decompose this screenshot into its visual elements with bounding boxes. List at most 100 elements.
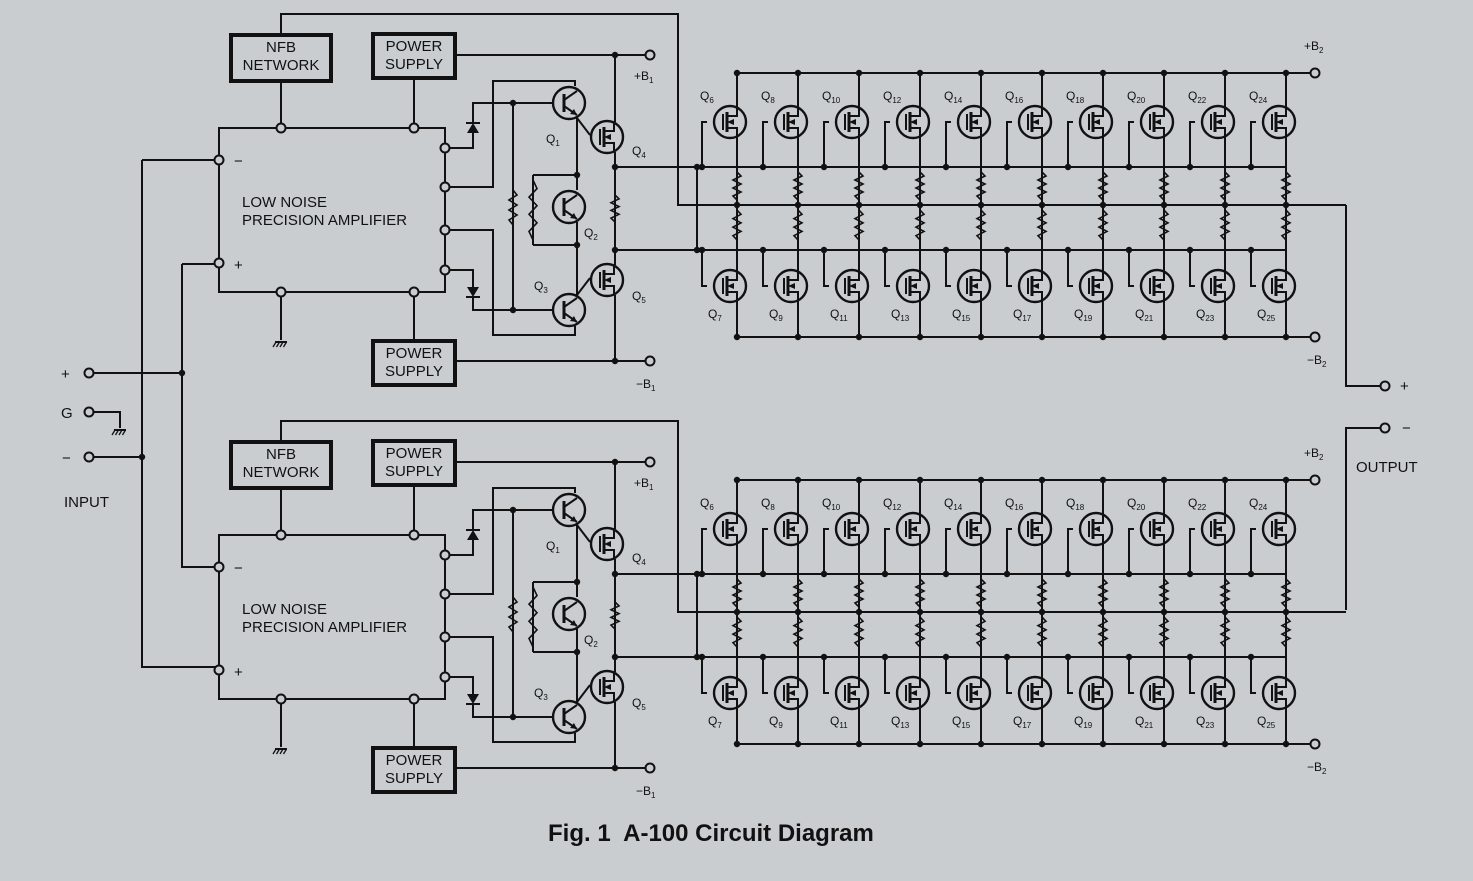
ch2-fet-top-4 bbox=[895, 511, 931, 547]
ch1-fet-bottom-2-source bbox=[788, 291, 799, 300]
ch1-ps-top-node bbox=[408, 122, 420, 134]
ch1-nfb-box-line-2: NETWORK bbox=[243, 57, 320, 74]
ch1-label-q19: Q19 bbox=[1074, 307, 1093, 323]
ch2-fet-top-9-drain bbox=[1215, 515, 1226, 524]
junction-dot bbox=[573, 578, 581, 586]
ch2-fet-top-gate bbox=[1189, 528, 1195, 574]
ch2-q4-arrow bbox=[604, 541, 611, 547]
junction-dot bbox=[881, 246, 889, 254]
ch2-b1-minus-terminal bbox=[644, 762, 656, 774]
ch1-q1-body bbox=[551, 85, 587, 121]
junction-dot bbox=[794, 69, 802, 77]
ch2-fet-top-6-arrow bbox=[1032, 526, 1039, 532]
junction-dot bbox=[1247, 653, 1255, 661]
ch1-fet-top-9-drain bbox=[1215, 108, 1226, 117]
ch2-fet-bottom-4 bbox=[895, 675, 931, 711]
ch1-q2-body bbox=[551, 189, 587, 225]
ch1-q5 bbox=[589, 262, 625, 298]
ch2-label-q7: Q7 bbox=[708, 714, 722, 730]
ch1-amp-out-node bbox=[439, 142, 451, 154]
junction-dot bbox=[977, 476, 985, 484]
ch2-nfb-feedback bbox=[280, 420, 1346, 613]
ch2-ps-top-node bbox=[408, 529, 420, 541]
ch1-b2-plus-terminal bbox=[1309, 67, 1321, 79]
ch2-nfb-box-line-2: NETWORK bbox=[243, 464, 320, 481]
ch2-label-q1: Q1 bbox=[546, 539, 560, 555]
ch1-fet-top-8-arrow bbox=[1154, 119, 1161, 125]
ch1-fet-bot-gate bbox=[1128, 250, 1134, 287]
junction-dot bbox=[1221, 608, 1229, 616]
ch2-q1 bbox=[551, 492, 587, 528]
ch2-q2-collector bbox=[563, 601, 578, 612]
ch1-fet-top-gate bbox=[701, 121, 707, 167]
resistor bbox=[792, 578, 804, 608]
junction-dot bbox=[733, 69, 741, 77]
ch2-fet-top-9-arrow bbox=[1215, 526, 1222, 532]
ch2-fet-bot-gate bbox=[1006, 657, 1012, 694]
junction-dot bbox=[1099, 201, 1107, 209]
output-minus-wire bbox=[1345, 427, 1380, 610]
ch1-label-q5: Q5 bbox=[632, 289, 646, 305]
output-minus-terminal bbox=[1379, 422, 1391, 434]
junction-dot bbox=[698, 246, 706, 254]
ch2-fet-bottom-5-source bbox=[971, 698, 982, 707]
figure-caption: Fig. 1 A-100 Circuit Diagram bbox=[548, 820, 874, 847]
resistor bbox=[731, 616, 743, 648]
ch1-nfb-box-frame bbox=[229, 33, 333, 83]
ch1-fet-top-8-drain bbox=[1154, 108, 1165, 117]
ch1-fet-bottom-3-arrow bbox=[849, 283, 856, 289]
junction-dot bbox=[1282, 476, 1290, 484]
ch2-fet-bot-gate bbox=[1189, 657, 1195, 694]
resistor bbox=[731, 171, 743, 201]
resistor bbox=[1280, 616, 1292, 648]
ch1-fet-bottom-2-drain bbox=[788, 272, 799, 281]
junction-dot bbox=[693, 653, 701, 661]
ch2-fet-top-gate bbox=[945, 528, 951, 574]
ch1-fet-top-1-arrow bbox=[727, 119, 734, 125]
ch1-fet-top-2-source bbox=[788, 127, 799, 136]
ch1-fet-bottom-1 bbox=[712, 268, 748, 304]
junction-dot bbox=[916, 69, 924, 77]
ch2-d1-wire bbox=[449, 535, 474, 556]
ch1-q5-source bbox=[604, 285, 615, 294]
resistor bbox=[1097, 209, 1109, 241]
ch1-label-q6: Q6 bbox=[700, 89, 714, 105]
ch2-q3-base bbox=[472, 705, 553, 718]
resistor bbox=[1158, 209, 1170, 241]
resistor bbox=[527, 179, 539, 241]
ch2-diode-1-body bbox=[467, 530, 479, 540]
junction-dot bbox=[820, 246, 828, 254]
ch1-label-b2-plus: +B2 bbox=[1304, 39, 1324, 55]
resistor bbox=[792, 616, 804, 648]
output-label: OUTPUT bbox=[1356, 459, 1418, 476]
ch2-fet-bottom-7 bbox=[1078, 675, 1114, 711]
ch2-label-q23: Q23 bbox=[1196, 714, 1215, 730]
junction-dot bbox=[611, 51, 619, 59]
ch2-b2-minus-terminal bbox=[1309, 738, 1321, 750]
junction-dot bbox=[1221, 69, 1229, 77]
junction-dot bbox=[693, 163, 701, 171]
ch1-ps-top bbox=[371, 32, 457, 80]
junction-dot bbox=[1038, 740, 1046, 748]
ch1-q4-arrow bbox=[604, 134, 611, 140]
ch1-label-q22: Q22 bbox=[1188, 89, 1207, 105]
ch1-fet-top-gate bbox=[762, 121, 768, 167]
junction-dot bbox=[759, 163, 767, 171]
junction-dot bbox=[977, 333, 985, 341]
output-plus-label: + bbox=[1400, 378, 1409, 395]
ch1-nfb-node bbox=[275, 122, 287, 134]
resistor bbox=[792, 171, 804, 201]
junction-dot bbox=[977, 201, 985, 209]
ch1-fet-bot-gate bbox=[762, 250, 768, 287]
junction-dot bbox=[1064, 653, 1072, 661]
ch2-label-q2: Q2 bbox=[584, 633, 598, 649]
ch2-b1-plus-terminal bbox=[644, 456, 656, 468]
junction-dot bbox=[698, 163, 706, 171]
ch2-fet-bottom-3-drain bbox=[849, 679, 860, 688]
ch2-fet-bottom-1-source bbox=[727, 698, 738, 707]
ch2-fet-bottom-8-arrow bbox=[1154, 690, 1161, 696]
ch1-fet-bottom-10 bbox=[1261, 268, 1297, 304]
ch2-fet-bottom-5-arrow bbox=[971, 690, 978, 696]
junction-dot bbox=[855, 476, 863, 484]
junction-dot bbox=[1003, 570, 1011, 578]
